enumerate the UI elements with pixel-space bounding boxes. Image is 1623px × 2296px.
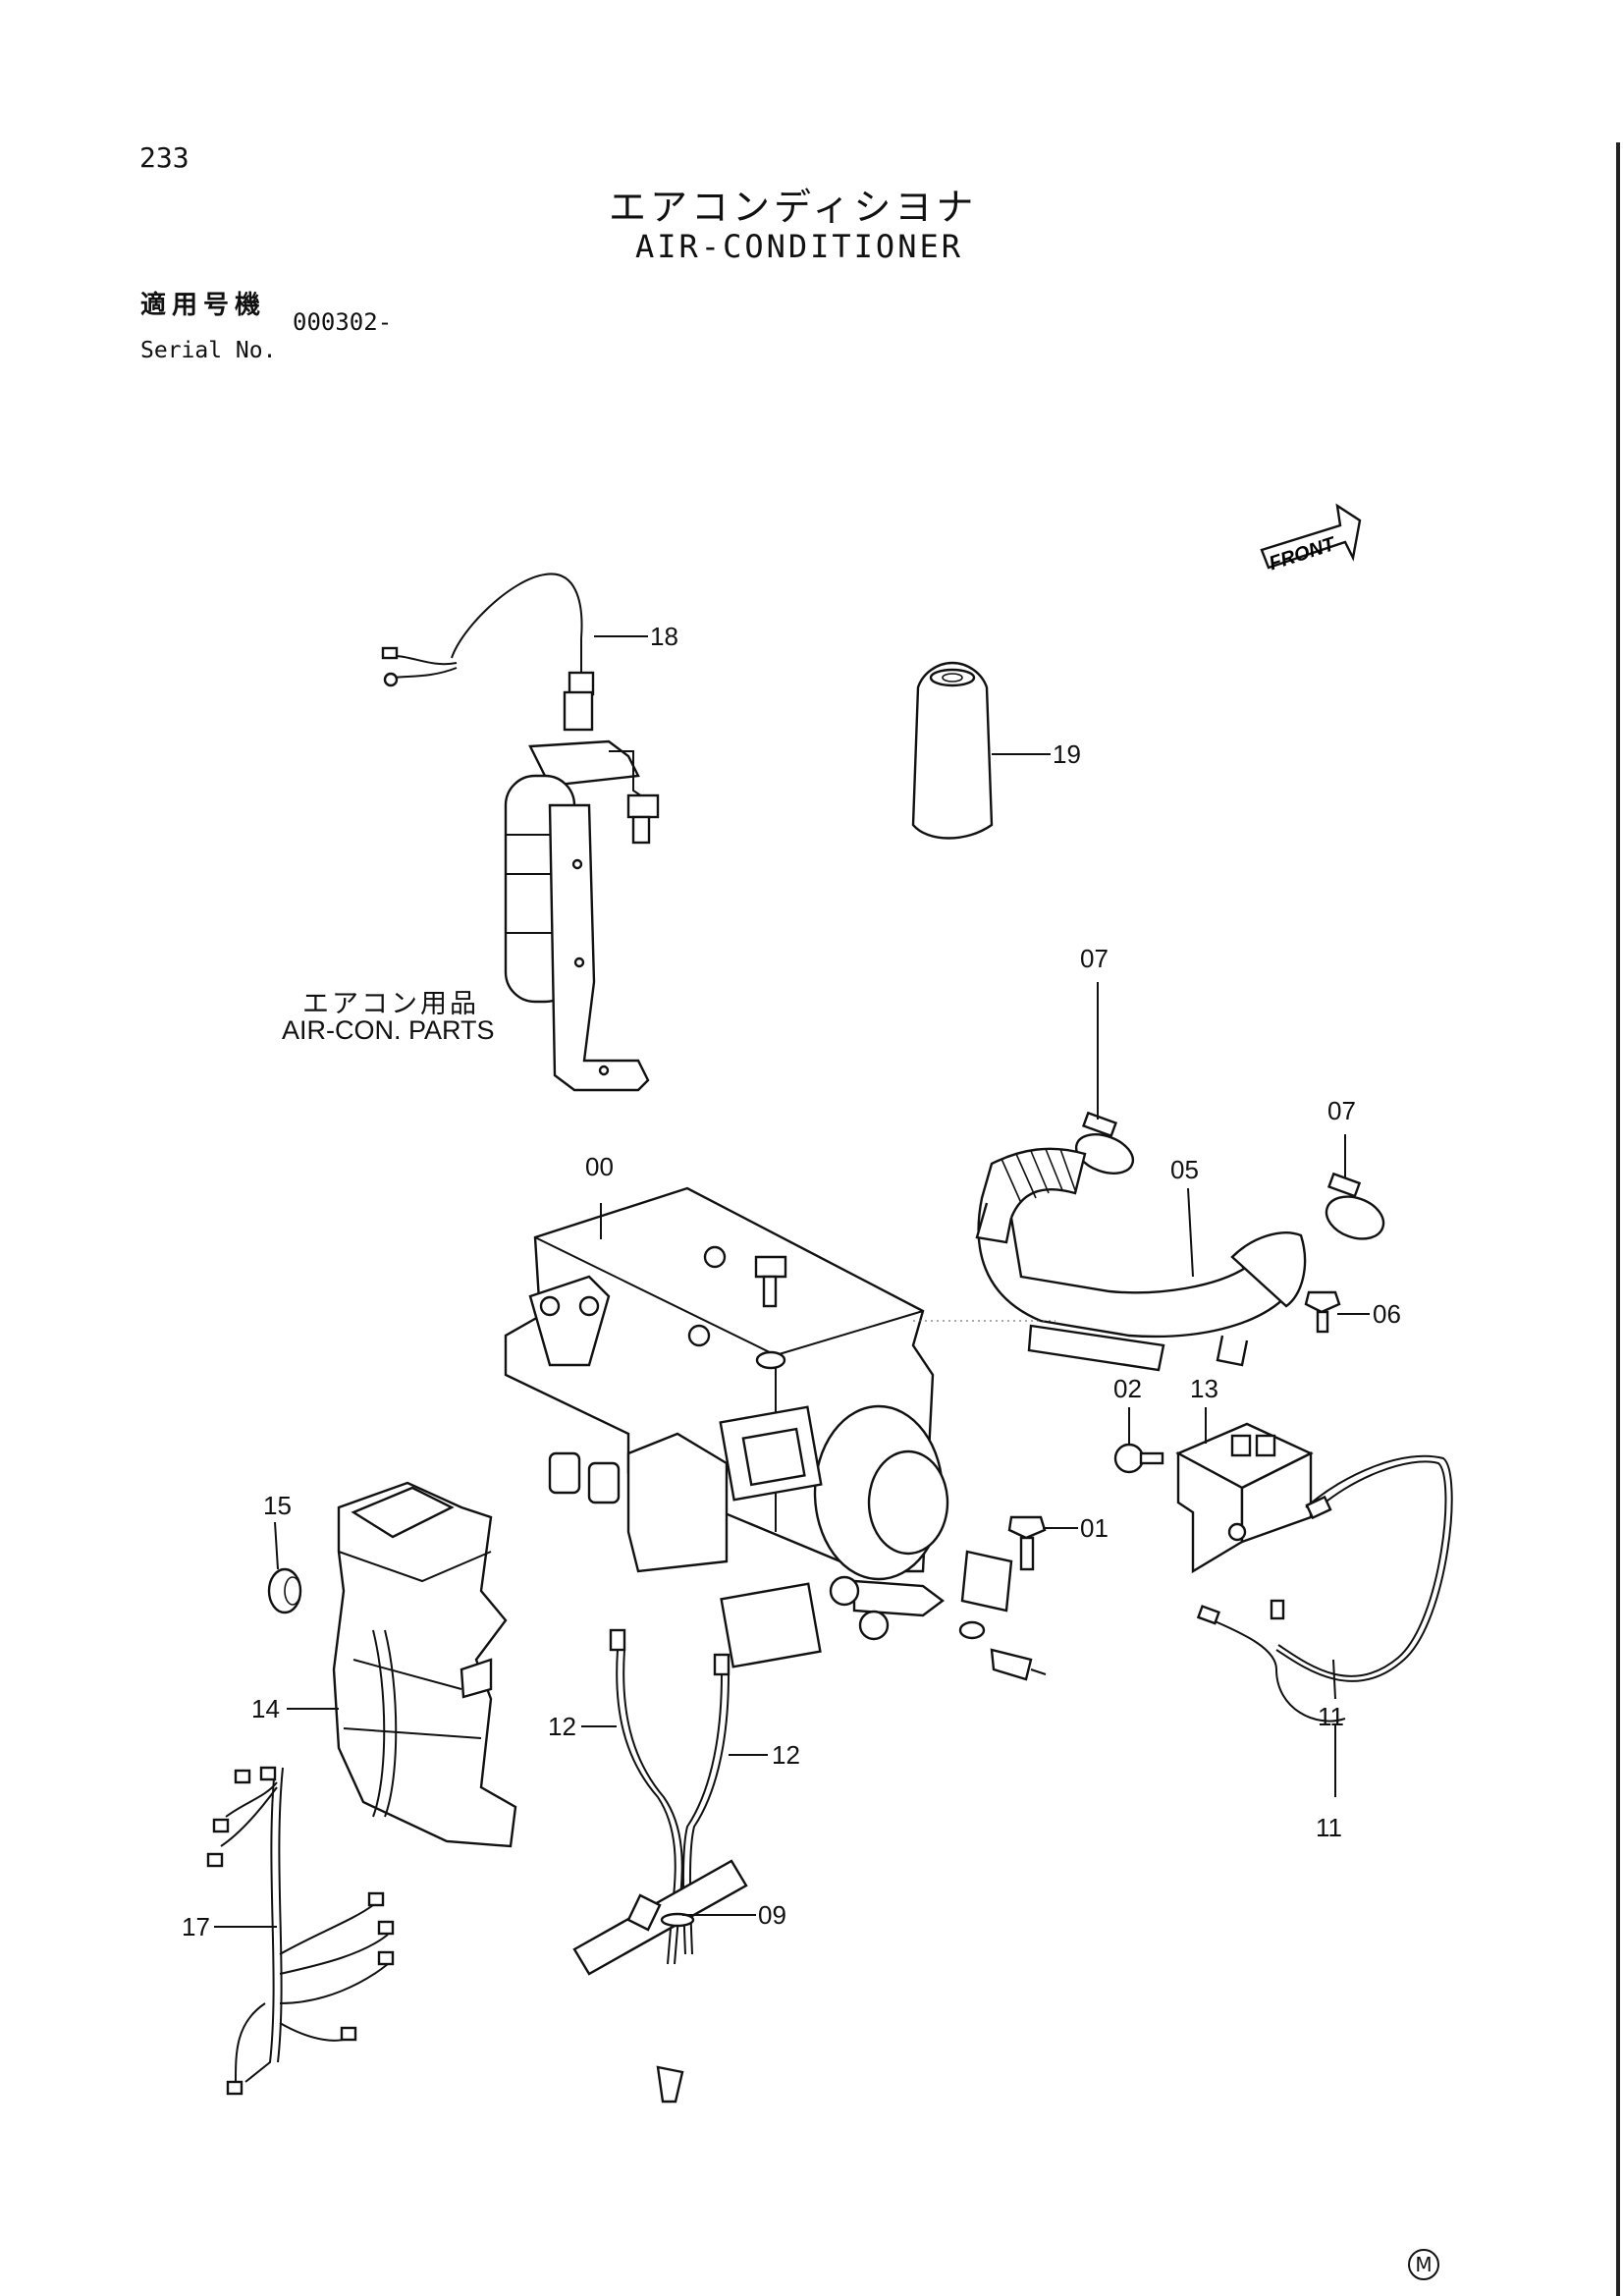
receiver-drier-assembly	[504, 690, 660, 1092]
part-05-duct-hose	[975, 1147, 1307, 1372]
part-09-tie-band	[572, 1859, 748, 2104]
callout-14: 14	[251, 1694, 280, 1723]
callout-18: 18	[650, 622, 678, 651]
part-06-bolt	[1304, 1290, 1341, 1334]
part-01-bolt	[1007, 1515, 1047, 1571]
page-number: 233	[139, 141, 189, 174]
part-02-screw	[1113, 1443, 1164, 1474]
part-13-control-panel	[1175, 1422, 1314, 1574]
serial-label-english: Serial No.	[140, 338, 277, 363]
callout-09: 09	[758, 1900, 786, 1930]
part-11-harness-cables	[1196, 1454, 1453, 1722]
part-17-wire-harness	[206, 1766, 395, 2096]
page-edge-border	[1616, 142, 1620, 2296]
kit-label-japanese: エアコン用品	[302, 989, 479, 1019]
leader-lines	[214, 635, 1370, 1928]
callout-06: 06	[1373, 1299, 1401, 1329]
callout-13: 13	[1190, 1374, 1218, 1403]
kit-label-english: AIR-CON. PARTS	[282, 1015, 495, 1045]
callout-00: 00	[585, 1152, 614, 1181]
callout-05: 05	[1170, 1155, 1199, 1184]
callout-11-upper: 11	[1318, 1702, 1344, 1731]
callout-11-lower: 11	[1316, 1813, 1342, 1842]
callout-01: 01	[1080, 1513, 1109, 1543]
page-title-japanese: エアコンディシヨナ	[609, 186, 978, 229]
callout-15: 15	[263, 1491, 292, 1520]
callout-07-upper: 07	[1080, 944, 1109, 973]
part-00-air-conditioner-unit	[504, 1186, 1047, 1681]
part-07-hose-clamp-b	[1325, 1172, 1385, 1240]
footer-circled-mark: M	[1408, 2249, 1439, 2280]
part-12-drain-hoses	[609, 1628, 730, 1965]
part-14-air-duct	[332, 1481, 517, 1848]
callout-12-right: 12	[772, 1740, 800, 1770]
front-direction-arrow: FRONT	[1260, 503, 1362, 574]
callout-02: 02	[1113, 1374, 1142, 1403]
serial-label-japanese: 適用号機	[140, 291, 267, 320]
callout-07-lower: 07	[1327, 1096, 1356, 1125]
part-18-sensor-cable	[381, 573, 595, 696]
part-15-grommet	[267, 1567, 302, 1614]
callout-numbers: 18 19 07 07 05 00 06 02 13 01 15 14 12 1…	[182, 622, 1401, 1941]
serial-number-value: 000302-	[293, 308, 393, 336]
part-07-hose-clamp-a	[1074, 1111, 1135, 1175]
callout-17: 17	[182, 1912, 210, 1941]
callout-12-left: 12	[548, 1712, 576, 1741]
callout-19: 19	[1053, 739, 1081, 769]
part-19-drier-cover	[911, 661, 994, 840]
page-title-english: AIR-CONDITIONER	[635, 228, 963, 265]
